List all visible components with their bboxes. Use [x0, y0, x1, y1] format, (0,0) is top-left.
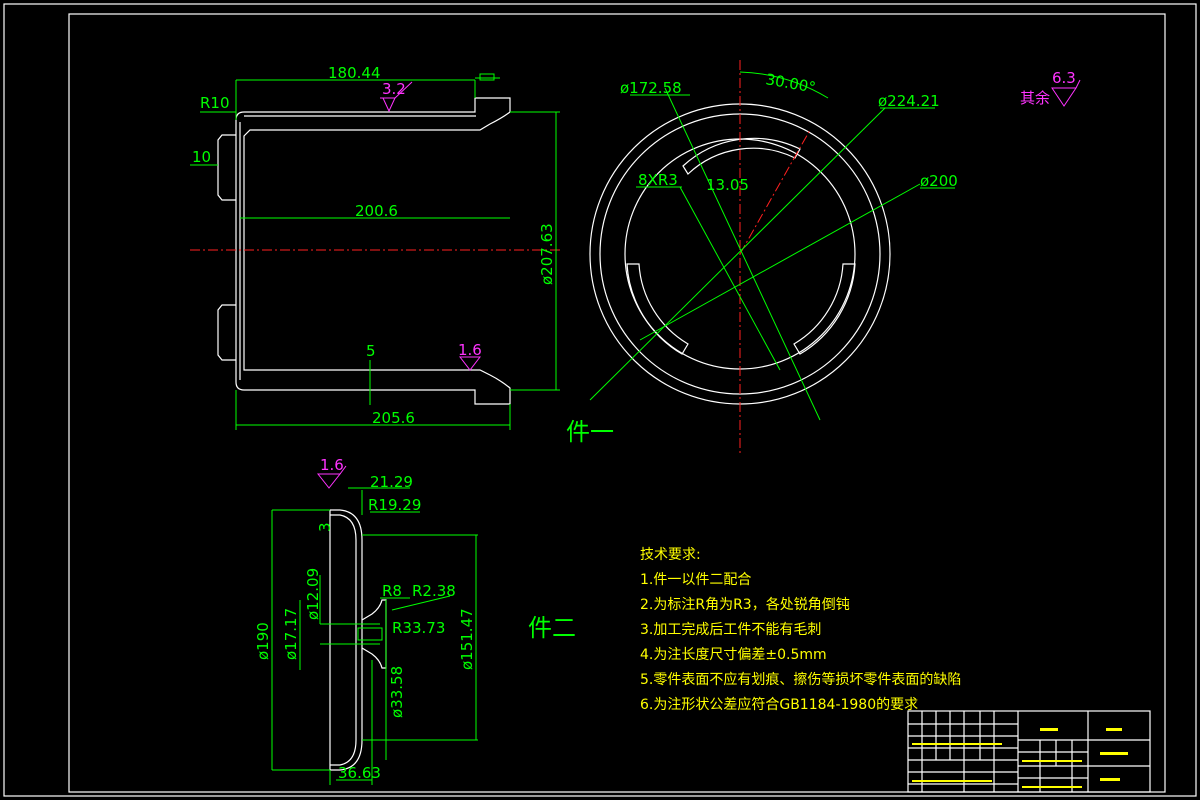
- dim-r2-38: R2.38: [412, 582, 456, 600]
- part1-plan-view: [589, 60, 955, 455]
- requirement-1: 1.件一以件二配合: [640, 572, 751, 588]
- part2-roughness-value: 1.6: [320, 456, 344, 474]
- dim-r33-73: R33.73: [392, 619, 445, 637]
- dim-d200: ø200: [920, 172, 958, 190]
- part1-section-view: [190, 73, 560, 430]
- requirement-5: 5.零件表面不应有划痕、擦伤等损坏零件表面的缺陷: [640, 671, 961, 688]
- other-roughness-value: 6.3: [1052, 69, 1076, 87]
- dim-d224-21: ø224.21: [878, 92, 940, 110]
- dim-13-05: 13.05: [706, 176, 749, 194]
- requirement-2: 2.为标注R角为R3，各处锐角倒钝: [640, 597, 850, 613]
- dim-36-63: 36.63: [338, 764, 381, 782]
- dim-8xr3: 8XR3: [638, 171, 678, 189]
- part1-label: 件一: [566, 418, 614, 446]
- slot-left: [626, 263, 689, 355]
- other-roughness-symbol: [1051, 79, 1081, 107]
- dim-r10: R10: [200, 94, 230, 112]
- roughness-symbol-top: [380, 81, 413, 113]
- slot-right: [793, 263, 856, 355]
- requirements-title: 技术要求:: [640, 547, 701, 563]
- part2-section-view: [271, 487, 478, 785]
- part2-label: 件二: [528, 614, 576, 642]
- title-block: [907, 710, 1151, 793]
- dim-d17-17: ø17.17: [282, 608, 300, 660]
- dim-d172-58: ø172.58: [620, 79, 682, 97]
- other-roughness-label: 其余: [1020, 89, 1050, 107]
- dim-d12-09: ø12.09: [304, 568, 322, 620]
- dim-10: 10: [192, 148, 211, 166]
- dim-180-44: 180.44: [328, 64, 381, 82]
- sheet-inner-border: [68, 13, 1166, 793]
- sheet-outer-border: [3, 3, 1197, 797]
- dim-205-6: 205.6: [372, 409, 415, 427]
- roughness-top-value: 3.2: [382, 80, 406, 98]
- dim-r19-29: R19.29: [368, 496, 421, 514]
- requirement-3: 3.加工完成后工件不能有毛刺: [640, 622, 821, 638]
- requirement-4: 4.为注长度尺寸偏差±0.5mm: [640, 647, 827, 663]
- dim-r8: R8: [382, 582, 402, 600]
- dim-d190: ø190: [254, 622, 272, 660]
- dim-angle-30: 30.00°: [764, 70, 817, 96]
- slot-top: [682, 137, 801, 175]
- roughness-symbol-bottom: [458, 356, 482, 371]
- roughness-bottom-value: 1.6: [458, 341, 482, 359]
- dim-d151-47: ø151.47: [458, 608, 476, 670]
- requirement-6: 6.为注形状公差应符合GB1184-1980的要求: [640, 696, 918, 713]
- part2-roughness-symbol: [316, 465, 347, 489]
- dim-d33-58: ø33.58: [388, 666, 406, 718]
- dim-3: 3: [316, 522, 334, 532]
- dim-21-29: 21.29: [370, 473, 413, 491]
- dim-d207-63: ø207.63: [538, 223, 556, 285]
- dim-200-6: 200.6: [355, 202, 398, 220]
- dim-5: 5: [366, 342, 376, 360]
